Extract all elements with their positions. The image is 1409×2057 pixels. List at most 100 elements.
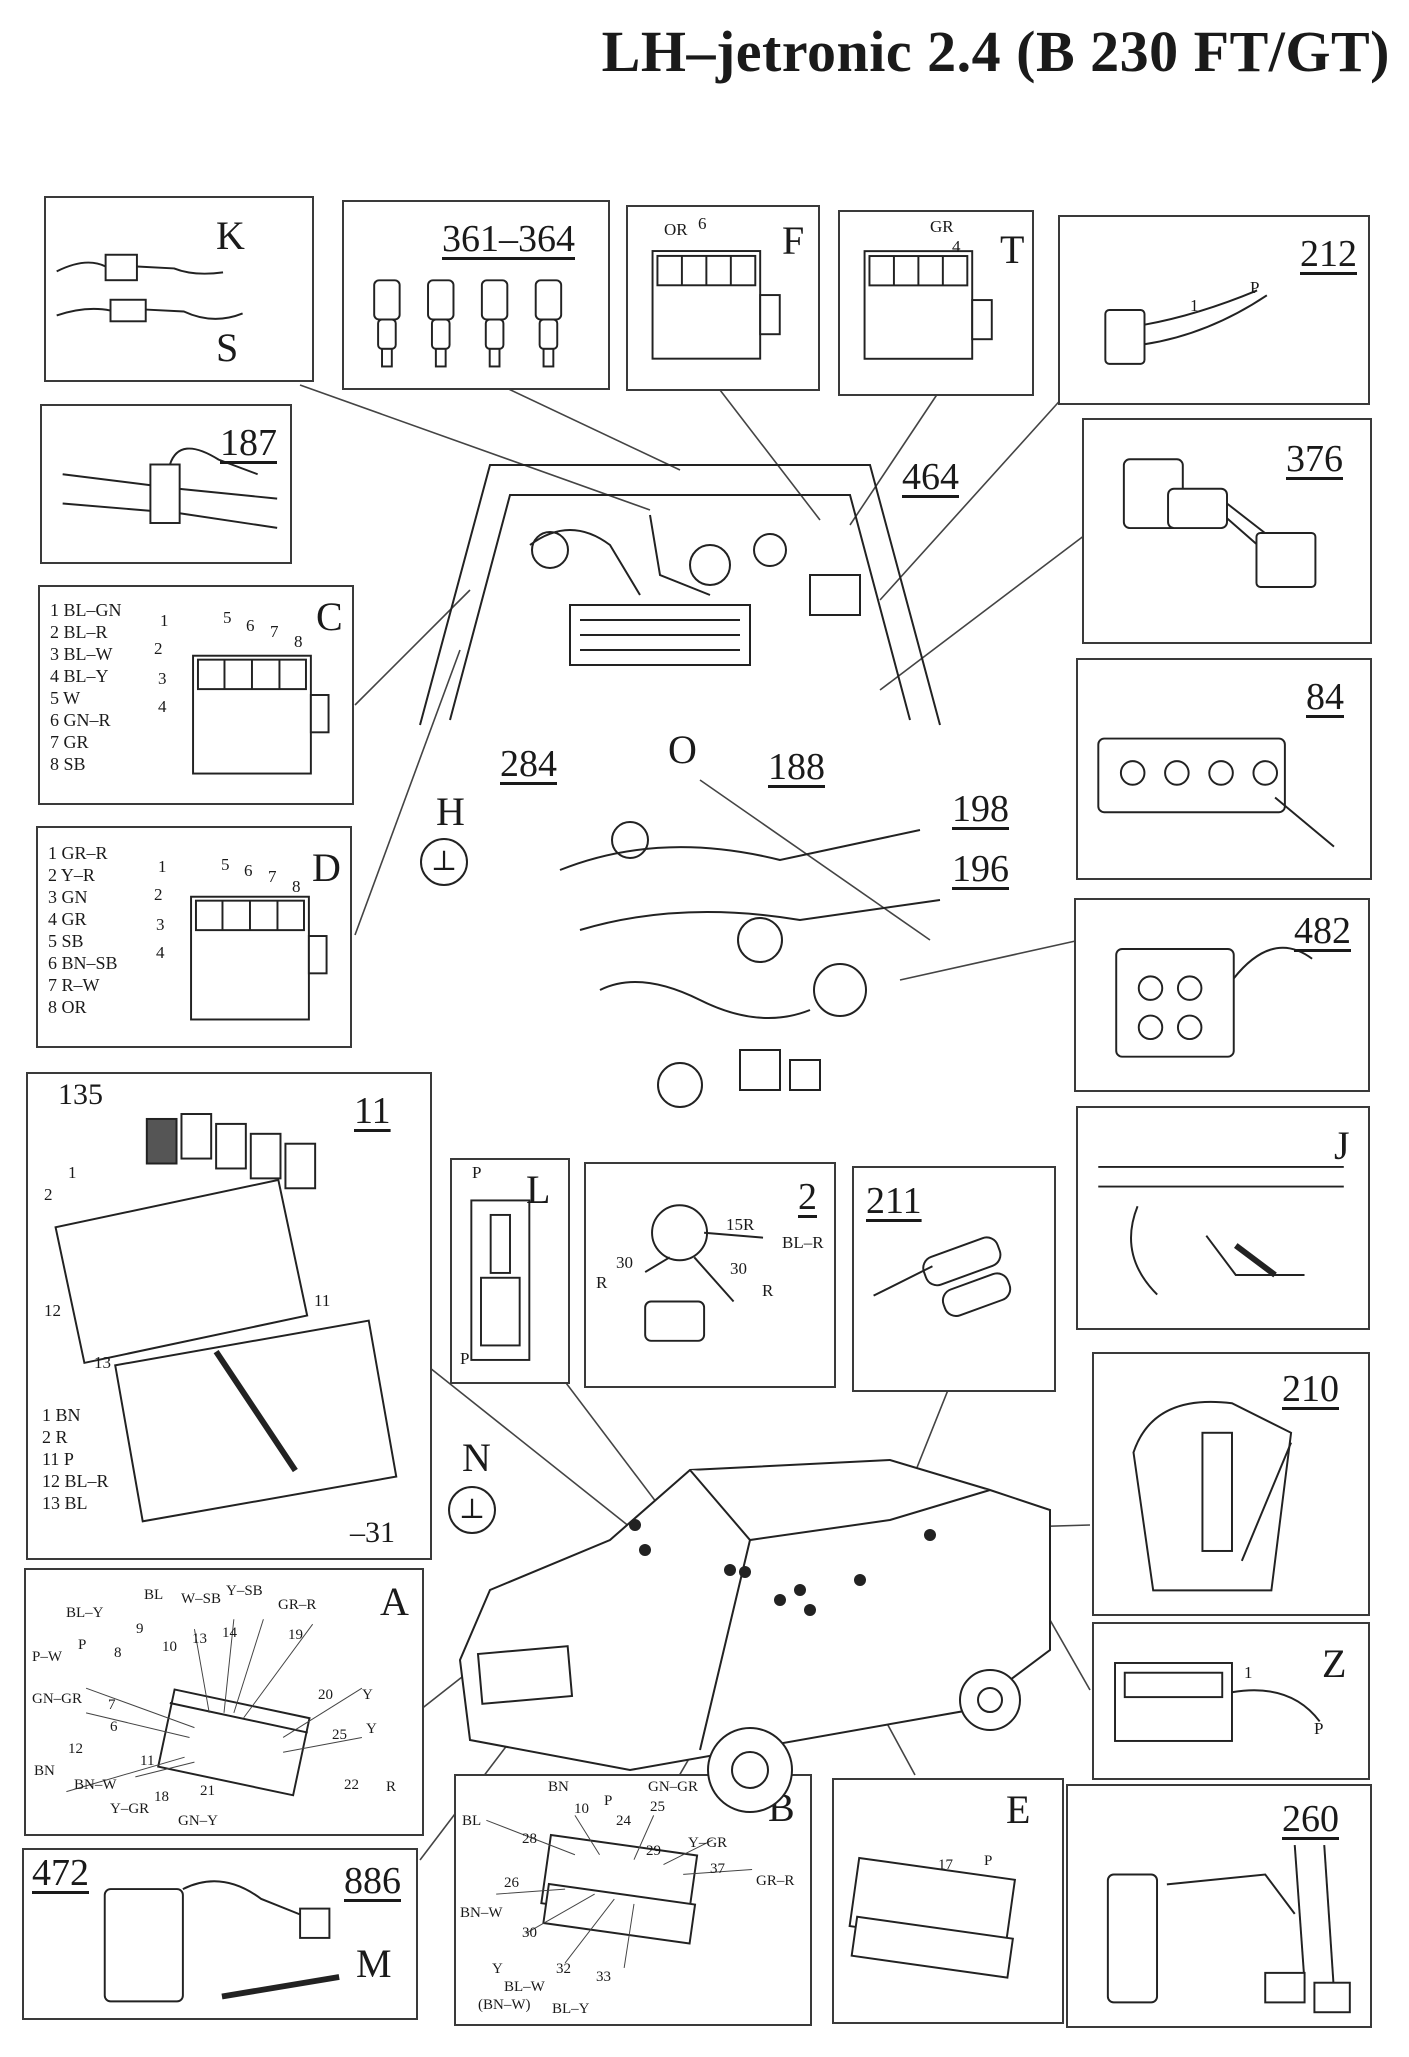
car-drawing — [450, 1450, 1060, 1850]
t-connector-drawing — [863, 250, 993, 360]
relay-label-135: 135 — [58, 1078, 103, 1111]
panel-a: A BL W–SB Y–SB GR–R BL–Y 9 10 13 14 19 P… — [24, 1568, 424, 1836]
panel-84: 84 — [1076, 658, 1372, 880]
car-svg — [458, 1458, 1051, 1813]
panel-e: E 17 P — [832, 1778, 1064, 2024]
c-pin-4: 4 — [158, 697, 167, 716]
car-label-n: N — [462, 1435, 491, 1480]
b-bl-y: BL–Y — [552, 2001, 590, 2017]
panel-l: L P P — [450, 1158, 570, 1384]
d-pin-5: 5 — [221, 855, 230, 874]
d-legend-8: 8 OR — [48, 997, 87, 1017]
a-12: 12 — [68, 1741, 83, 1757]
ground-symbol-n-icon: ⊥ — [448, 1486, 496, 1534]
b-bl-w: BL–W — [504, 1979, 545, 1995]
a-label: A — [380, 1579, 409, 1624]
260-pedal-drawing — [1106, 1844, 1351, 2014]
f-connector-drawing — [651, 250, 781, 360]
panel-376: 376 — [1082, 418, 1372, 644]
page-title: LH–jetronic 2.4 (B 230 FT/GT) — [601, 19, 1390, 84]
210-label: 210 — [1282, 1368, 1339, 1410]
c-pin-8: 8 — [294, 632, 303, 651]
d-legend-5: 5 SB — [48, 931, 84, 951]
84-component-drawing — [1097, 737, 1335, 848]
panel-z: Z 1 P — [1092, 1622, 1370, 1780]
panel-k-s: K S — [44, 196, 314, 382]
a-20: 20 — [318, 1687, 333, 1703]
panel-210: 210 — [1092, 1352, 1370, 1616]
211-label: 211 — [866, 1180, 922, 1222]
b-connector-drawing — [486, 1815, 753, 1968]
d-connector-drawing — [190, 895, 328, 1021]
e-color: P — [984, 1853, 993, 1869]
c-legend-4: 4 BL–Y — [50, 666, 109, 686]
260-label: 260 — [1282, 1798, 1339, 1840]
a-r: R — [386, 1779, 397, 1795]
b-28: 28 — [522, 1831, 537, 1847]
376-component-drawing — [1122, 458, 1317, 588]
c-legend-1: 1 BL–GN — [50, 600, 122, 620]
b-bn: BN — [548, 1779, 569, 1795]
m-label: M — [356, 1941, 392, 1986]
2-switch-drawing — [644, 1204, 764, 1342]
panel-b: B BN GN–GR 10 P 25 24 BL 28 29 Y–GR 37 G… — [454, 1774, 812, 2026]
a-25: 25 — [332, 1727, 347, 1743]
c-legend-7: 7 GR — [50, 732, 89, 752]
a-21: 21 — [200, 1783, 215, 1799]
relay-legend-3: 11 P — [42, 1449, 74, 1469]
2-bl-r: BL–R — [782, 1233, 824, 1252]
d-legend-4: 4 GR — [48, 909, 87, 929]
relay-legend-2: 2 R — [42, 1427, 68, 1447]
engine-label-h: H — [436, 789, 465, 834]
212-pin: 1 — [1190, 296, 1199, 315]
a-bl: BL — [144, 1587, 164, 1603]
d-legend-7: 7 R–W — [48, 975, 100, 995]
ground-symbol-h-icon: ⊥ — [420, 838, 468, 886]
injectors-drawing — [373, 279, 563, 368]
panel-m: 472 886 M — [22, 1848, 418, 2020]
212-color: P — [1250, 278, 1260, 297]
d-pin-2: 2 — [154, 885, 163, 904]
s-label: S — [216, 325, 239, 370]
panel-260: 260 — [1066, 1784, 1372, 2028]
f-pin-color: OR — [664, 220, 688, 239]
b-gr-r: GR–R — [756, 1873, 795, 1889]
relay-pin-12: 12 — [44, 1301, 61, 1320]
b-bl: BL — [462, 1813, 482, 1829]
b-y-gr: Y–GR — [688, 1835, 728, 1851]
a-22: 22 — [344, 1777, 359, 1793]
212-connector-drawing — [1104, 289, 1268, 365]
engine-label-188: 188 — [768, 746, 825, 788]
a-8: 8 — [114, 1645, 122, 1661]
f-pin-num: 6 — [698, 214, 707, 233]
relay-fusebox-drawing — [54, 1113, 398, 1523]
2-15r: 15R — [726, 1215, 755, 1234]
b-gn-gr: GN–GR — [648, 1779, 699, 1795]
panel-187: 187 — [40, 404, 292, 564]
a-13: 13 — [192, 1631, 207, 1647]
c-pin-7: 7 — [270, 622, 279, 641]
e-connector-drawing — [848, 1856, 1017, 1979]
engine-closeup-drawing — [540, 790, 960, 1130]
b-30: 30 — [522, 1925, 537, 1941]
panel-injectors: 361–364 — [342, 200, 610, 390]
d-legend-2: 2 Y–R — [48, 865, 95, 885]
m-ground-drawing — [103, 1880, 340, 2003]
panel-relay-fusebox: 11 135 1 2 12 13 11 1 BN 2 R 11 P 12 BL–… — [26, 1072, 432, 1560]
d-legend-3: 3 GN — [48, 887, 88, 907]
relay-pin-2: 2 — [44, 1185, 53, 1204]
e-pin: 17 — [938, 1857, 953, 1873]
t-pin-num: 4 — [952, 237, 961, 256]
relay-legend-1: 1 BN — [42, 1405, 81, 1425]
relay-label-11: 11 — [354, 1090, 391, 1132]
z-color: P — [1314, 1719, 1324, 1738]
j-label: J — [1334, 1123, 1350, 1168]
relay-pin-13: 13 — [94, 1353, 111, 1372]
a-bn-w: BN–W — [74, 1777, 117, 1793]
a-10: 10 — [162, 1639, 177, 1655]
relay-legend-4: 12 BL–R — [42, 1471, 109, 1491]
c-legend-5: 5 W — [50, 688, 81, 708]
a-9: 9 — [136, 1621, 144, 1637]
c-pin-5: 5 — [223, 608, 232, 627]
b-bn-w: BN–W — [460, 1905, 503, 1921]
